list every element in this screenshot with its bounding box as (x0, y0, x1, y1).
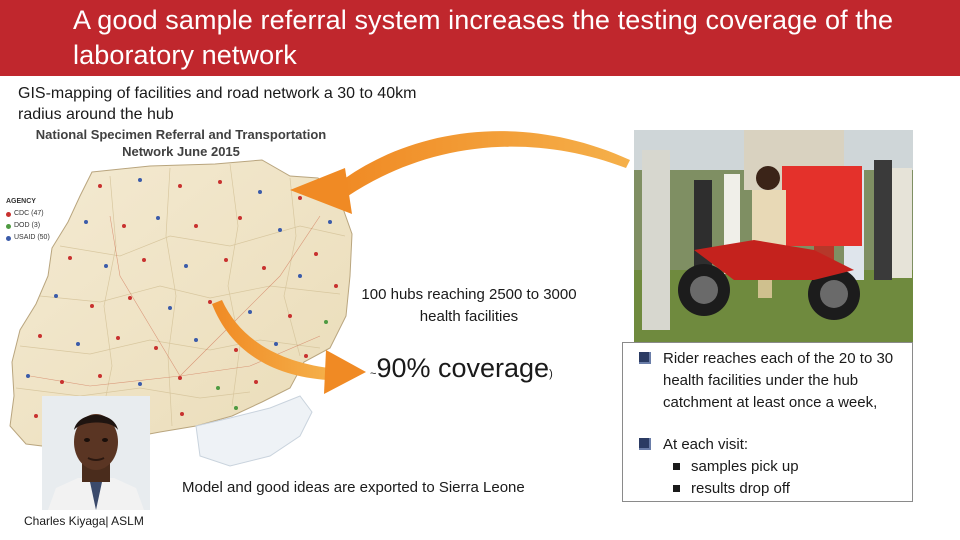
arrow-photo-to-map (290, 131, 630, 214)
rider-photo (634, 130, 913, 343)
presenter-photo (42, 396, 150, 510)
coverage-statement: ~90% coverage) (370, 350, 553, 392)
square-bullet-icon (673, 463, 680, 470)
bullet-box-icon (639, 352, 651, 364)
map-legend: AGENCY CDC (47) DOD (3) USAID (50) (6, 196, 50, 244)
hubs-statement: 100 hubs reaching 2500 to 3000 health fa… (361, 286, 577, 325)
bullet-rider-reach-text: Rider reaches each of the 20 to 30 healt… (663, 350, 894, 411)
slide-title: A good sample referral system increases … (73, 5, 894, 70)
sub-item-results-text: results drop off (691, 480, 790, 497)
legend-dot-cdc (6, 211, 11, 217)
legend-item-usaid: USAID (50) (6, 232, 50, 244)
gis-description: GIS-mapping of facilities and road netwo… (18, 85, 417, 123)
presenter-caption: Charles Kiyaga| ASLM (24, 514, 144, 528)
legend-label-usaid: USAID (50) (14, 234, 50, 241)
coverage-value: 90% coverage (376, 353, 550, 383)
coverage-suffix: ) (549, 368, 553, 380)
map-heading-line2: Network June 2015 (122, 144, 240, 159)
arrow-map-to-coverage (212, 300, 366, 394)
legend-item-cdc: CDC (47) (6, 208, 50, 220)
bullet-rider-reach: Rider reaches each of the 20 to 30 healt… (639, 348, 907, 414)
bullet-each-visit: At each visit: (639, 434, 907, 456)
square-bullet-icon (673, 485, 680, 492)
legend-dot-usaid (6, 235, 11, 241)
export-statement: Model and good ideas are exported to Sie… (182, 479, 525, 496)
map-graphic (9, 159, 353, 467)
rider-info-box: Rider reaches each of the 20 to 30 healt… (622, 342, 913, 502)
title-bar: A good sample referral system increases … (0, 0, 960, 76)
sub-item-results: results drop off (673, 478, 790, 500)
legend-label-dod: DOD (3) (14, 222, 41, 229)
map-heading-line1: National Specimen Referral and Transport… (35, 127, 327, 142)
bullet-each-visit-text: At each visit: (663, 436, 749, 453)
rider-photo-graphic (634, 130, 913, 343)
map-heading: National Specimen Referral and Transport… (26, 126, 336, 160)
legend-label-cdc: CDC (47) (14, 210, 44, 217)
sub-item-samples: samples pick up (673, 456, 799, 478)
bullet-box-icon (639, 438, 651, 450)
uganda-referral-map: National Specimen Referral and Transport… (0, 126, 380, 476)
legend-dot-dod (6, 223, 11, 229)
presenter-portrait (42, 396, 150, 510)
sub-item-samples-text: samples pick up (691, 458, 799, 475)
legend-item-dod: DOD (3) (6, 220, 50, 232)
legend-title: AGENCY (6, 198, 36, 205)
coverage-prefix: ~ (370, 368, 377, 380)
